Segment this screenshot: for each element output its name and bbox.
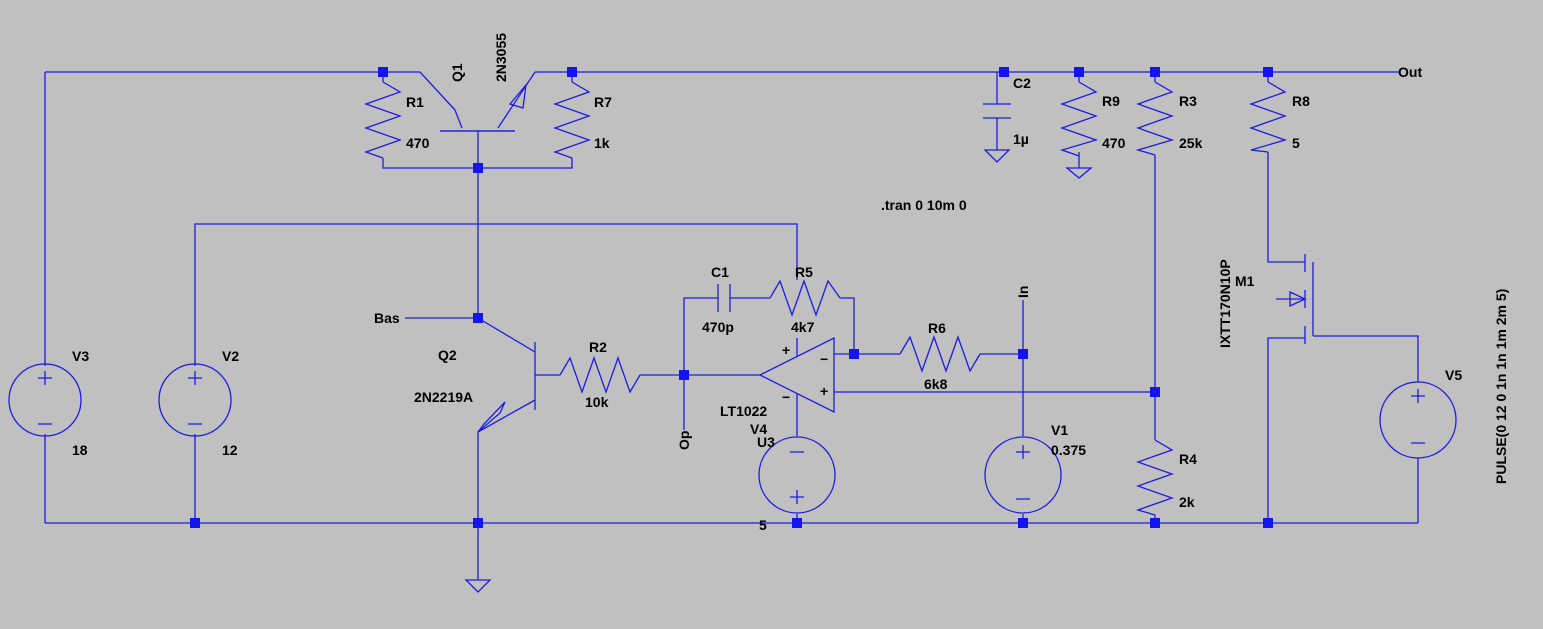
q2-value: 2N2219A [414,389,473,405]
transistor-q2[interactable] [477,342,536,433]
net-label-out: Out [1398,64,1422,80]
r6-value: 6k8 [924,376,948,392]
resistor-r3[interactable] [1135,81,1175,156]
voltage-source-v2[interactable] [158,363,232,437]
v3-value: 18 [72,442,88,458]
junction-dot [1150,67,1160,77]
v2-ref: V2 [222,348,239,364]
net-label-op: Op [676,431,692,450]
net-label-bas: Bas [374,310,400,326]
resistor-r2[interactable] [559,356,641,394]
v4-ref: V4 [750,421,767,437]
junction-dot [1150,387,1160,397]
u3-value: LT1022 [720,403,767,419]
voltage-source-v4[interactable] [758,436,836,514]
r2-ref: R2 [589,339,607,355]
r3-ref: R3 [1179,93,1197,109]
resistor-r6[interactable] [899,335,981,373]
r7-value: 1k [594,135,610,151]
junction-dot [473,163,483,173]
opamp-plus-input: + [820,383,828,399]
v3-ref: V3 [72,348,89,364]
r2-value: 10k [585,394,609,410]
m1-ref: M1 [1235,273,1255,289]
q1-ref: Q1 [449,63,465,82]
junction-dot [1263,518,1273,528]
spice-directive: .tran 0 10m 0 [881,197,967,213]
transistor-q1[interactable] [440,71,536,132]
r1-ref: R1 [406,94,424,110]
capacitor-c2[interactable] [983,103,1011,119]
junction-dot [473,313,483,323]
junction-dot [1263,67,1273,77]
v5-ref: V5 [1445,367,1462,383]
ground-symbol [1065,167,1093,179]
r3-value: 25k [1179,135,1203,151]
resistor-r4[interactable] [1135,439,1174,516]
junction-dot [1074,67,1084,77]
net-label-in: In [1015,286,1031,298]
c1-value: 470p [702,319,734,335]
c1-ref: C1 [711,264,729,280]
q2-ref: Q2 [438,347,457,363]
r9-value: 470 [1102,135,1126,151]
r5-value: 4k7 [791,319,815,335]
v4-value: 5 [759,517,767,533]
r8-ref: R8 [1292,93,1310,109]
resistor-r1[interactable] [364,81,402,159]
ground-symbol [983,149,1011,163]
m1-value: IXTT170N10P [1217,259,1233,348]
c2-ref: C2 [1013,75,1031,91]
junction-dot [849,349,859,359]
resistor-r5[interactable] [769,279,841,317]
r4-value: 2k [1179,494,1195,510]
junction-dot [190,518,200,528]
ground-symbol [464,579,492,593]
junction-dot [679,370,689,380]
voltage-source-v5[interactable] [1379,381,1457,459]
r4-ref: R4 [1179,451,1197,467]
resistor-r8[interactable] [1249,81,1288,153]
r5-ref: R5 [795,264,813,280]
junctions [190,67,1273,528]
v2-value: 12 [222,442,238,458]
c2-value: 1µ [1013,131,1029,147]
r8-value: 5 [1292,135,1300,151]
r6-ref: R6 [928,320,946,336]
opamp-u3[interactable]: + − − + [758,336,835,414]
r9-ref: R9 [1102,93,1120,109]
voltage-source-v3[interactable] [8,363,82,437]
labels: Out Bas In Op .tran 0 10m 0 Q1 2N3055 R1… [72,33,1509,533]
v1-ref: V1 [1051,422,1068,438]
q1-value: 2N3055 [493,33,509,82]
resistor-r9[interactable] [1059,81,1099,157]
junction-dot [378,67,388,77]
r7-ref: R7 [594,94,612,110]
v1-value: 0.375 [1051,442,1086,458]
junction-dot [567,67,577,77]
junction-dot [1150,518,1160,528]
junction-dot [999,67,1009,77]
opamp-minus-sign: − [782,389,790,405]
u3-ref: U3 [757,434,775,450]
resistor-r7[interactable] [553,81,591,159]
opamp-plus-sign: + [782,342,790,358]
opamp-minus-input: − [820,351,828,367]
r1-value: 470 [406,135,430,151]
junction-dot [792,518,802,528]
mosfet-m1[interactable] [1276,254,1314,344]
junction-dot [1018,518,1028,528]
voltage-source-v1[interactable] [984,436,1062,514]
junction-dot [1018,349,1028,359]
v5-value: PULSE(0 12 0 1n 1n 1m 2m 5) [1493,289,1509,484]
capacitor-c1[interactable] [717,284,731,312]
junction-dot [473,518,483,528]
